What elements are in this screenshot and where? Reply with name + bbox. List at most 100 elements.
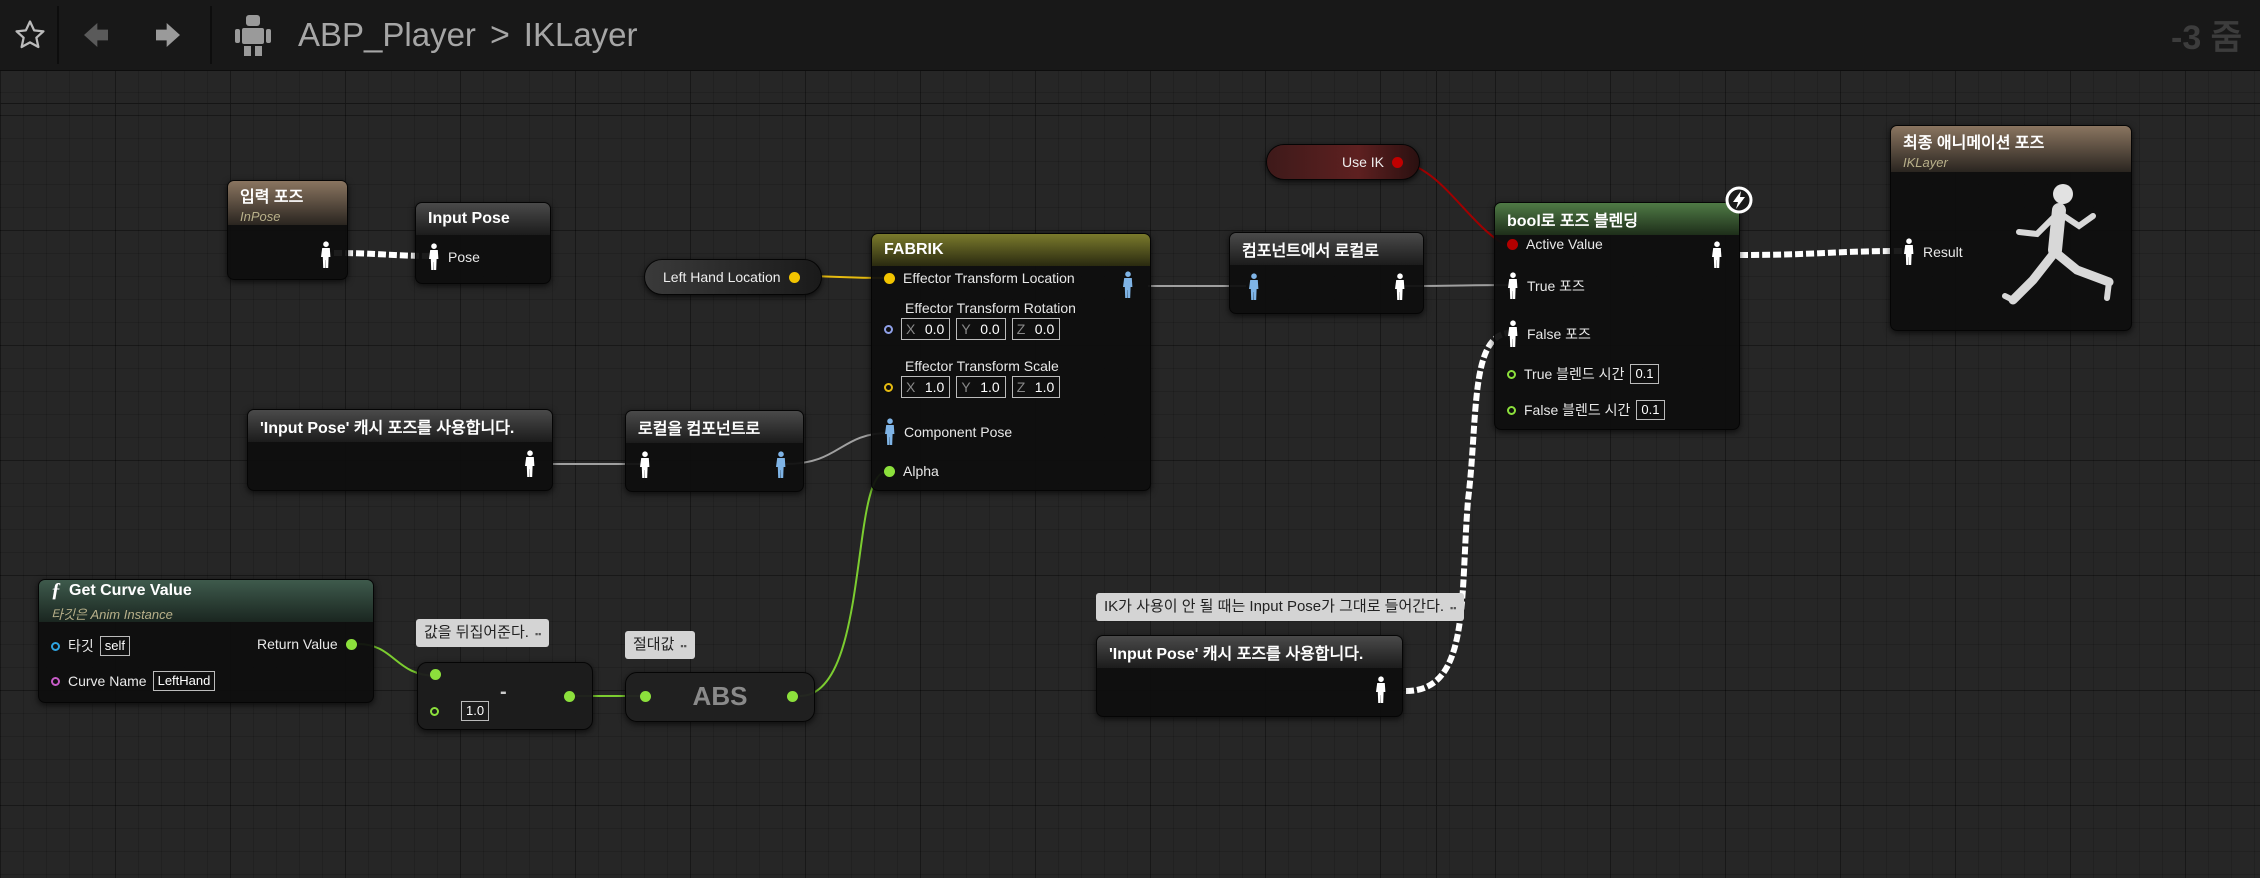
use-ik-variable[interactable]: Use IK bbox=[1266, 144, 1420, 180]
vector-pin-icon[interactable] bbox=[788, 271, 800, 283]
abs-node[interactable]: ABS bbox=[625, 672, 815, 722]
true-pose-pin[interactable]: True 포즈 bbox=[1507, 272, 1585, 300]
pin-label: Alpha bbox=[903, 463, 939, 479]
pose-pin-icon[interactable] bbox=[1394, 273, 1406, 301]
subtract-b-field[interactable]: 1.0 bbox=[461, 701, 490, 721]
node-title: Get Curve Value bbox=[69, 581, 192, 599]
pin-label: Active Value bbox=[1526, 236, 1603, 252]
float-output-pin-icon[interactable] bbox=[564, 691, 575, 702]
component-pose-pin-icon[interactable] bbox=[1248, 273, 1260, 301]
comment-text: 절대값 bbox=[633, 636, 675, 653]
input-pose-node[interactable]: Input Pose Pose bbox=[415, 202, 551, 284]
wire-blend-to-result bbox=[1739, 248, 1906, 258]
fabrik-node[interactable]: FABRIK Effector Transform Location Effec… bbox=[871, 233, 1151, 491]
true-blend-time-pin[interactable]: True 블렌드 시간 0.1 bbox=[1507, 364, 1659, 384]
comment-pin-icon: ▪▪ bbox=[680, 641, 687, 651]
pin-label: Effector Transform Rotation bbox=[905, 300, 1076, 316]
left-hand-location-variable[interactable]: Left Hand Location bbox=[644, 259, 822, 295]
subtract-a-pin[interactable] bbox=[430, 669, 449, 680]
blend-poses-by-bool-node[interactable]: bool로 포즈 블렌딩 Active Value True 포즈 False … bbox=[1494, 186, 1753, 430]
subtract-b-pin[interactable]: 1.0 bbox=[430, 701, 490, 721]
pin-label: Component Pose bbox=[904, 424, 1013, 440]
subtract-node[interactable]: 1.0 - bbox=[417, 662, 593, 730]
active-value-pin[interactable]: Active Value bbox=[1507, 236, 1603, 252]
get-curve-value-node[interactable]: ƒ Get Curve Value 타깃은 Anim Instance 타깃 s… bbox=[38, 579, 374, 703]
pose-input-pin[interactable]: Pose bbox=[428, 243, 480, 271]
local-to-component-node[interactable]: 로컬을 컴포넌트로 bbox=[625, 410, 804, 492]
function-icon: ƒ bbox=[51, 579, 61, 601]
false-blend-time-field[interactable]: 0.1 bbox=[1636, 400, 1665, 420]
node-header: Input Pose bbox=[416, 203, 550, 235]
comment-pin-icon: ▪▪ bbox=[1450, 603, 1457, 613]
target-pin[interactable]: 타깃 self bbox=[51, 636, 130, 656]
abs-label: ABS bbox=[692, 681, 748, 711]
pose-pin-icon[interactable] bbox=[1375, 676, 1387, 704]
node-title: 로컬을 컴포넌트로 bbox=[638, 421, 761, 438]
node-header: 'Input Pose' 캐시 포즈를 사용합니다. bbox=[248, 410, 552, 442]
effector-location-pin[interactable]: Effector Transform Location bbox=[884, 270, 1075, 286]
node-header: bool로 포즈 블렌딩 bbox=[1495, 203, 1739, 235]
graph-toolbar: ABP_Player > IKLayer -3 줌 bbox=[0, 0, 2260, 71]
float-pin-icon bbox=[430, 706, 439, 716]
component-pose-pin-icon[interactable] bbox=[775, 451, 787, 479]
breadcrumb-graph[interactable]: IKLayer bbox=[523, 16, 638, 53]
result-pin[interactable]: Result bbox=[1903, 238, 1963, 266]
true-blend-time-field[interactable]: 0.1 bbox=[1630, 364, 1659, 384]
toolbar-divider bbox=[210, 6, 212, 64]
pose-pin-icon bbox=[428, 243, 440, 271]
bool-pin-icon[interactable] bbox=[1392, 156, 1404, 168]
pin-label: Result bbox=[1923, 244, 1963, 260]
false-pose-pin[interactable]: False 포즈 bbox=[1507, 320, 1591, 348]
float-pin-icon bbox=[884, 465, 895, 477]
float-output-pin-icon[interactable] bbox=[787, 691, 798, 702]
component-to-local-node[interactable]: 컴포넌트에서 로컬로 bbox=[1229, 232, 1424, 314]
comment-bubble[interactable]: 값을 뒤집어준다.▪▪ bbox=[416, 619, 550, 647]
pin-label: Effector Transform Location bbox=[903, 270, 1075, 286]
float-pin-icon bbox=[430, 669, 441, 680]
node-title: 'Input Pose' 캐시 포즈를 사용합니다. bbox=[260, 420, 515, 437]
pose-pin-icon[interactable] bbox=[524, 450, 536, 478]
pin-label: Effector Transform Scale bbox=[905, 358, 1059, 374]
pin-label: 타깃 bbox=[68, 638, 94, 654]
return-value-pin[interactable]: Return Value bbox=[257, 636, 357, 652]
component-pose-pin-icon[interactable] bbox=[1122, 271, 1134, 299]
output-pose-node[interactable]: 최종 애니메이션 포즈 IKLayer Result bbox=[1890, 125, 2132, 331]
object-pin-icon bbox=[51, 641, 60, 651]
alpha-pin[interactable]: Alpha bbox=[884, 463, 939, 479]
forward-arrow-icon[interactable] bbox=[146, 0, 190, 70]
pose-pin-icon[interactable] bbox=[639, 451, 651, 479]
comment-bubble[interactable]: IK가 사용이 안 될 때는 Input Pose가 그대로 들어간다.▪▪ bbox=[1096, 593, 1465, 621]
input-pose-variable-node[interactable]: 입력 포즈 InPose bbox=[227, 180, 348, 280]
target-value-field[interactable]: self bbox=[99, 636, 130, 656]
curve-name-field[interactable]: LeftHand bbox=[152, 671, 216, 691]
star-icon[interactable] bbox=[6, 0, 54, 70]
float-input-pin-icon[interactable] bbox=[640, 691, 651, 702]
variable-label: Left Hand Location bbox=[663, 269, 781, 285]
pose-pin-icon bbox=[1507, 320, 1519, 348]
pin-label: False 포즈 bbox=[1527, 326, 1591, 342]
comment-bubble[interactable]: 절대값 ▪▪ bbox=[625, 631, 695, 659]
name-pin-icon bbox=[51, 676, 60, 686]
pose-output-pin-icon[interactable] bbox=[1711, 241, 1723, 269]
subtract-operator: - bbox=[500, 681, 507, 703]
wire-cache-to-false-pose bbox=[1405, 330, 1509, 694]
node-header: 로컬을 컴포넌트로 bbox=[626, 411, 803, 443]
pose-pin-icon[interactable] bbox=[320, 241, 332, 269]
false-blend-time-pin[interactable]: False 블렌드 시간 0.1 bbox=[1507, 400, 1665, 420]
curve-name-pin[interactable]: Curve Name LeftHand bbox=[51, 671, 216, 691]
use-cached-pose-node[interactable]: 'Input Pose' 캐시 포즈를 사용합니다. bbox=[247, 409, 553, 491]
back-arrow-icon[interactable] bbox=[74, 0, 118, 70]
use-cached-pose-node[interactable]: 'Input Pose' 캐시 포즈를 사용합니다. bbox=[1096, 635, 1403, 717]
component-pose-pin[interactable]: Component Pose bbox=[884, 418, 1012, 446]
node-title: 'Input Pose' 캐시 포즈를 사용합니다. bbox=[1109, 646, 1364, 663]
breadcrumb-blueprint[interactable]: ABP_Player bbox=[298, 16, 476, 53]
vector-pin-icon bbox=[884, 382, 893, 392]
